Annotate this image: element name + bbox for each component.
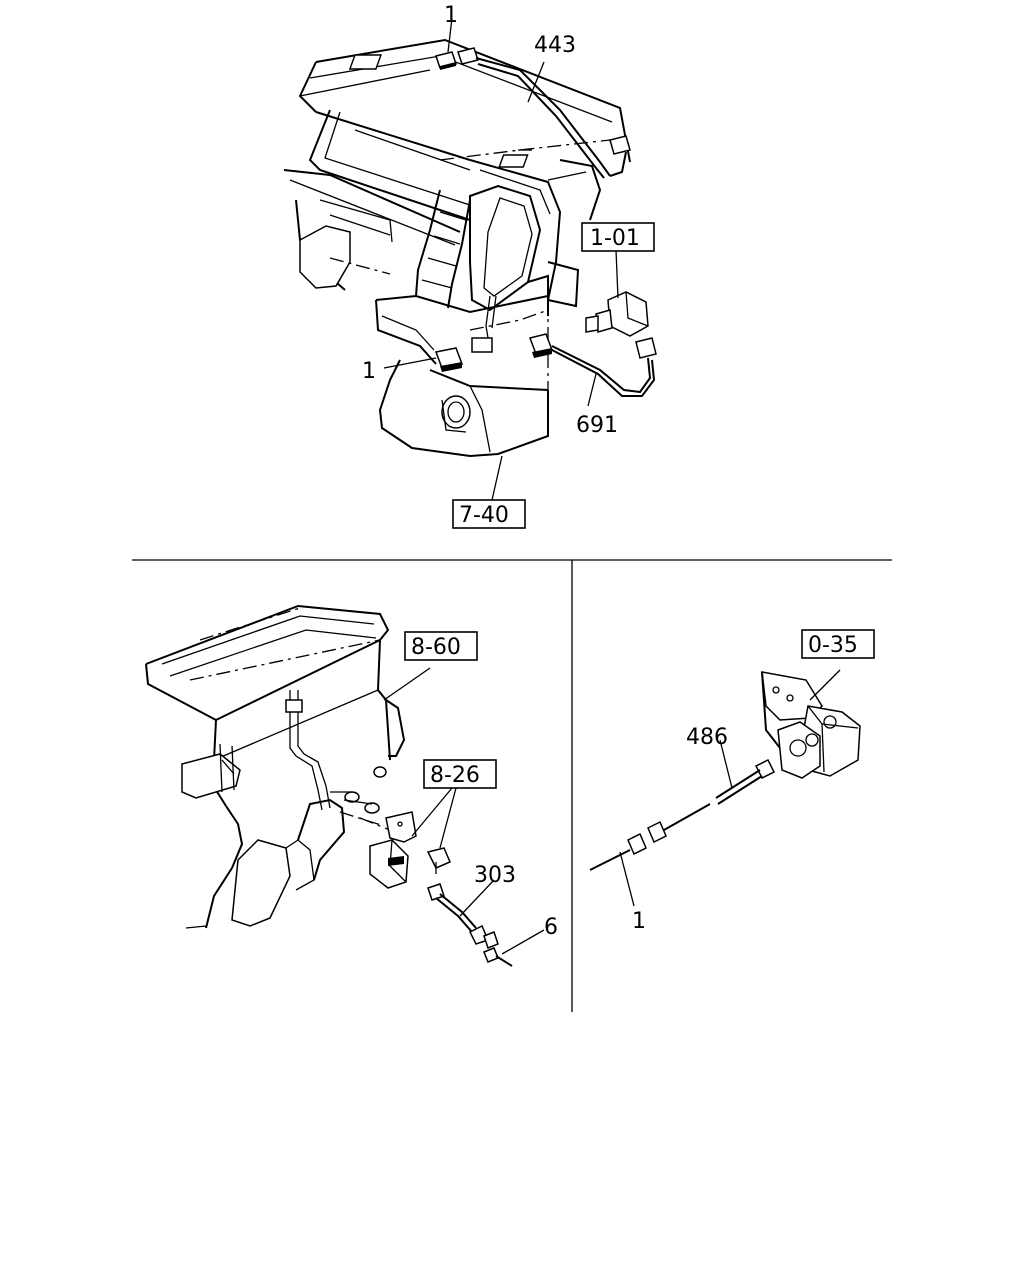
callout-486: 486 bbox=[686, 725, 728, 750]
heater-unit-drawing bbox=[145, 604, 431, 929]
connector-part-1-top bbox=[435, 17, 479, 70]
callout-7-40: 7-40 bbox=[459, 503, 509, 528]
callout-1-01: 1-01 bbox=[590, 226, 640, 251]
callout-box-0-35 bbox=[801, 629, 875, 659]
callout-1-top: 1 bbox=[444, 3, 458, 28]
callout-8-60: 8-60 bbox=[411, 635, 461, 660]
callout-box-8-60 bbox=[404, 631, 478, 661]
connector-part-1-lower bbox=[383, 347, 464, 372]
callout-443: 443 bbox=[534, 33, 576, 58]
actuator-drawing bbox=[589, 669, 861, 907]
callout-0-35: 0-35 bbox=[808, 633, 858, 658]
callout-box-7-40 bbox=[452, 499, 526, 529]
callout-691: 691 bbox=[576, 413, 618, 438]
section-dividers bbox=[132, 559, 892, 1012]
leader-7-40 bbox=[491, 455, 503, 501]
harness-691-drawing bbox=[529, 333, 657, 407]
dashboard-assembly-drawing bbox=[283, 38, 631, 458]
callout-1-right: 1 bbox=[632, 909, 646, 934]
sensor-bracket-drawing bbox=[369, 787, 545, 967]
callout-8-26: 8-26 bbox=[430, 763, 480, 788]
callout-303: 303 bbox=[474, 863, 516, 888]
harness-443-drawing bbox=[475, 57, 631, 179]
callout-box-8-26 bbox=[423, 759, 497, 789]
callout-1-lower: 1 bbox=[362, 359, 376, 384]
callout-6: 6 bbox=[544, 915, 558, 940]
callout-box-1-01 bbox=[581, 222, 655, 252]
switch-part-1-01-drawing bbox=[585, 249, 649, 337]
